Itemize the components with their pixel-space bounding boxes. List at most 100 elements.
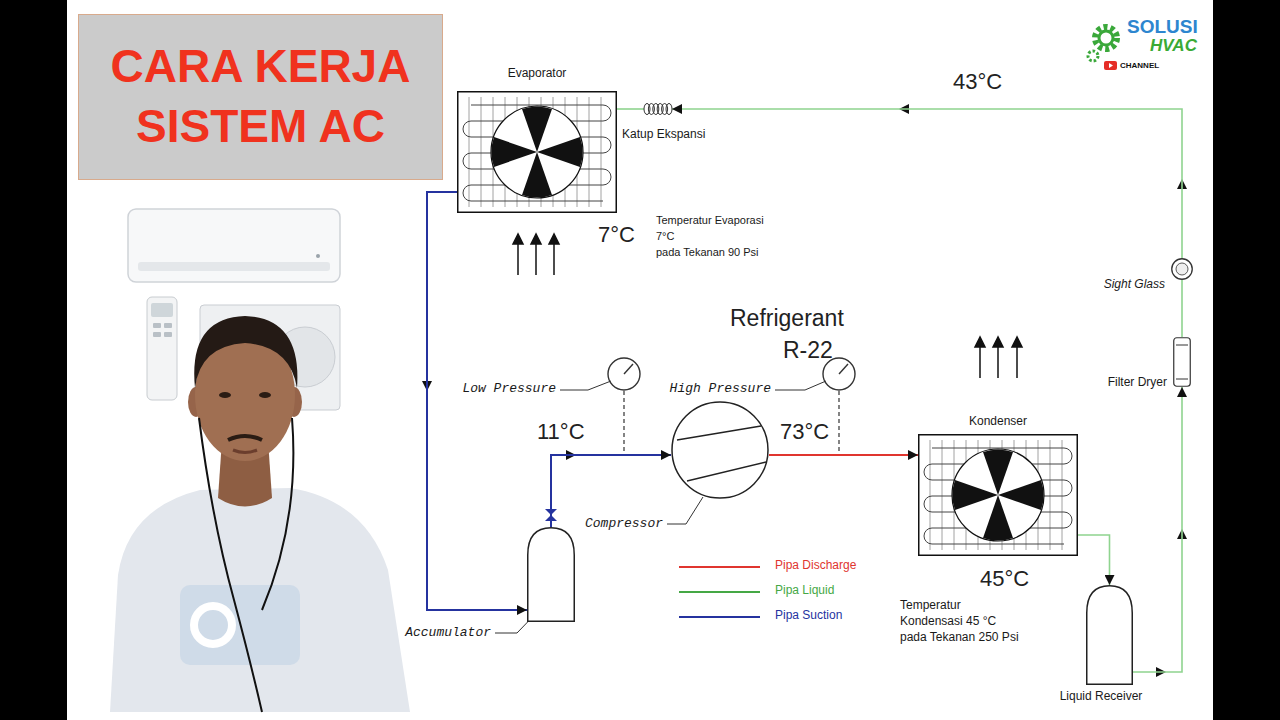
- vessel-drawing: [528, 528, 575, 622]
- presenter-photo: [194, 316, 297, 388]
- condenser-coil-outline: [918, 434, 1078, 556]
- pressure-gauge: [608, 358, 640, 390]
- airflow-arrow: [535, 243, 537, 275]
- legend-text: Pipa Liquid: [775, 584, 834, 598]
- presenter-photo: [228, 436, 262, 440]
- legend-text: Pipa Discharge: [775, 559, 856, 573]
- channel-logo: [1109, 63, 1113, 68]
- evaporator-coil-outline: [457, 91, 617, 213]
- logo-caption: CHANNEL: [1120, 61, 1159, 70]
- refrigerant-label: Refrigerant: [730, 305, 844, 331]
- condenser-coil: Kondenser: [918, 434, 1078, 556]
- legend-swatch: [679, 616, 760, 618]
- indoor-unit: [138, 262, 330, 271]
- title-text: CARA KERJA SISTEM AC: [91, 37, 431, 157]
- gauge-label: High Pressure: [670, 382, 771, 397]
- legend-row: Pipa Suction: [679, 609, 879, 625]
- component-label: Liquid Receiver: [1060, 690, 1143, 704]
- legend-row: Pipa Discharge: [679, 559, 879, 575]
- note-text: Temperatur: [900, 599, 961, 613]
- liquid-pipe: [617, 108, 644, 110]
- remote-control: [153, 332, 161, 337]
- suction-pipe: [427, 192, 527, 610]
- airflow-arrow: [993, 337, 1003, 347]
- presenter-photo: [219, 392, 231, 398]
- flow-arrow: [422, 104, 1187, 677]
- airflow-arrow: [975, 337, 985, 347]
- expansion-valve: Katup Ekspansi: [644, 103, 672, 115]
- logo-text: HVAC: [1150, 36, 1197, 56]
- airflow-arrow: [997, 346, 999, 378]
- temperature-value: 43°C: [953, 69, 1002, 94]
- channel-logo: [1099, 31, 1113, 45]
- component-label: Kondenser: [969, 415, 1027, 429]
- pressure-gauge: [838, 391, 839, 454]
- compressor-symbol-outline: [671, 401, 769, 499]
- legend-swatch: [679, 566, 760, 568]
- compressor-symbol: Compressor: [671, 401, 769, 499]
- side-bars: [1213, 0, 1280, 720]
- temperature-value: 73°C: [780, 419, 829, 444]
- indoor-unit: [316, 254, 320, 258]
- hx-drawing: [458, 92, 617, 213]
- note-text: pada Tekanan 90 Psi: [656, 246, 759, 259]
- component-label: Filter Dryer: [1108, 376, 1167, 390]
- dryer-drawing: [1174, 338, 1191, 387]
- temperature-value: 11°C: [537, 419, 585, 444]
- airflow-arrow: [531, 234, 541, 244]
- logo-text: SOLUSI: [1127, 16, 1198, 38]
- note-text: 7°C: [656, 230, 674, 243]
- evaporator-coil: Evaporator: [457, 91, 617, 213]
- channel-logo: [1104, 61, 1117, 70]
- indoor-unit: [128, 209, 340, 282]
- accumulator-tank: Accumulator: [527, 527, 575, 622]
- pressure-gauge: [623, 391, 624, 454]
- gauge-label: Low Pressure: [462, 382, 556, 397]
- airflow-arrow: [1012, 337, 1022, 347]
- legend-text: Pipa Suction: [775, 609, 842, 623]
- component-label: Compressor: [585, 517, 663, 532]
- discharge-pipe: [769, 454, 918, 456]
- temperature-value: 7°C: [598, 222, 635, 247]
- leader-line: [560, 381, 611, 390]
- liquid-pipe: [1181, 280, 1183, 337]
- airflow-arrow: [553, 243, 555, 275]
- component-label: Katup Ekspansi: [622, 128, 705, 142]
- component-label: Evaporator: [508, 67, 567, 81]
- channel-logo: [1095, 27, 1117, 49]
- presenter-photo: [199, 418, 262, 712]
- vessel-drawing: [1087, 586, 1133, 685]
- expansion-valve-outline: [644, 103, 672, 115]
- airflow-arrow: [549, 234, 559, 244]
- legend-swatch: [679, 591, 760, 593]
- liquid-pipe: [1133, 387, 1182, 672]
- spring-drawing: [644, 104, 672, 115]
- leader-line: [667, 497, 703, 524]
- note-text: Temperatur Evaporasi: [656, 214, 764, 227]
- airflow-arrow: [513, 234, 1022, 378]
- filter-dryer: Filter Dryer: [1173, 337, 1191, 387]
- sight-drawing: [1172, 259, 1193, 280]
- remote-control: [153, 323, 161, 328]
- airflow-arrow: [1016, 346, 1018, 378]
- channel-logo: [1088, 51, 1098, 61]
- presenter-photo: [259, 392, 271, 398]
- remote-control: [164, 323, 172, 328]
- component-label: Sight Glass: [1104, 278, 1165, 292]
- sight-glass: Sight Glass: [1171, 258, 1193, 280]
- liquid-receiver: Liquid Receiver: [1086, 585, 1133, 685]
- presenter-photo: [233, 450, 257, 453]
- refrigerant-label: R-22: [783, 337, 833, 363]
- remote-control: [147, 297, 177, 400]
- pressure-gauge: [624, 364, 633, 374]
- indoor-unit: [128, 209, 340, 282]
- sight-glass-outline: [1171, 258, 1193, 280]
- remote-control: [151, 303, 173, 317]
- hx-drawing: [919, 435, 1078, 556]
- legend-row: Pipa Liquid: [679, 584, 879, 600]
- liquid-pipe: [1078, 535, 1110, 585]
- presenter-photo: [110, 316, 410, 712]
- temperature-value: 45°C: [980, 566, 1029, 591]
